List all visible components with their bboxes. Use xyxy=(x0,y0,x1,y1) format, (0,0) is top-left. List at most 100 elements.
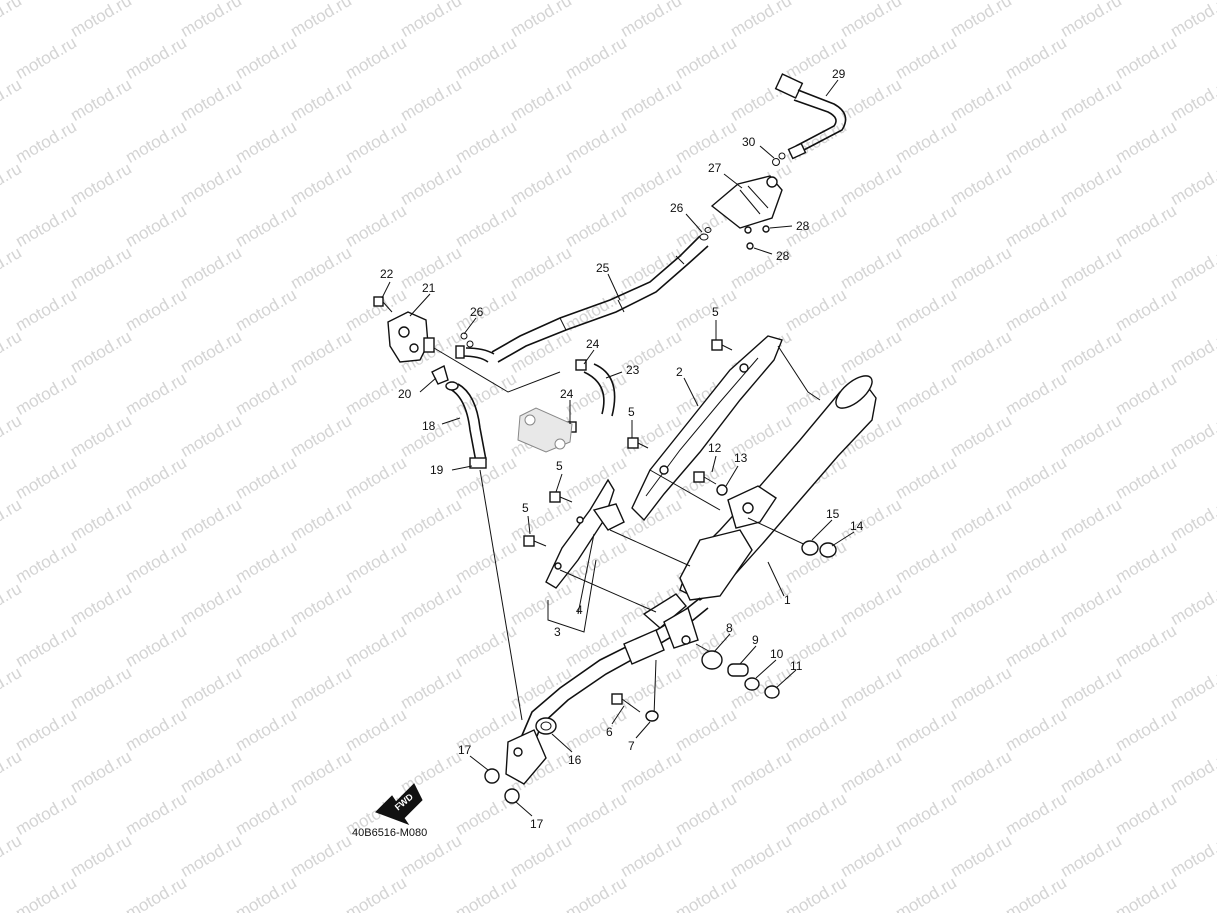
watermark-text: motod.ru xyxy=(177,579,245,629)
callout-30: 30 xyxy=(742,135,756,149)
callout-5-top: 5 xyxy=(712,305,719,319)
alignment-lines xyxy=(559,469,813,717)
watermark-text: motod.ru xyxy=(562,33,630,83)
watermark-text: motod.ru xyxy=(947,327,1015,377)
watermark-text: motod.ru xyxy=(782,201,850,251)
callout-16: 16 xyxy=(568,753,582,767)
watermark-text: motod.ru xyxy=(1167,327,1217,377)
callout-21: 21 xyxy=(422,281,436,295)
callout-24-lower: 24 xyxy=(560,387,574,401)
watermark-text: motod.ru xyxy=(287,0,355,41)
watermark-text: motod.ru xyxy=(397,159,465,209)
callout-18: 18 xyxy=(422,419,436,433)
part-2-heat-protector xyxy=(631,335,821,522)
watermark-text: motod.ru xyxy=(0,0,25,41)
watermark-text: motod.ru xyxy=(12,705,80,755)
watermark-text: motod.ru xyxy=(1002,369,1070,419)
watermark-text: motod.ru xyxy=(507,327,575,377)
watermark-text: motod.ru xyxy=(67,747,135,797)
callout-19: 19 xyxy=(430,463,444,477)
watermark-text: motod.ru xyxy=(67,663,135,713)
watermark-text: motod.ru xyxy=(122,705,190,755)
watermark-text: motod.ru xyxy=(507,831,575,881)
watermark-text: motod.ru xyxy=(452,285,520,335)
watermark-text: motod.ru xyxy=(287,831,355,881)
watermark-text: motod.ru xyxy=(1057,495,1125,545)
watermark-text: motod.ru xyxy=(562,873,630,913)
watermark-text: motod.ru xyxy=(1112,537,1180,587)
watermark-text: motod.ru xyxy=(1002,705,1070,755)
watermark-text: motod.ru xyxy=(1057,75,1125,125)
watermark-text: motod.ru xyxy=(67,159,135,209)
watermark-text: motod.ru xyxy=(782,873,850,913)
watermark-text: motod.ru xyxy=(892,453,960,503)
callout-28-lower: 28 xyxy=(776,249,790,263)
watermark-text: motod.ru xyxy=(342,537,410,587)
callout-7: 7 xyxy=(628,739,635,753)
callout-5-bottom: 5 xyxy=(522,501,529,515)
watermark-text: motod.ru xyxy=(12,873,80,913)
watermark-text: motod.ru xyxy=(1002,117,1070,167)
part-26-clip-lower xyxy=(460,332,474,348)
callout-8: 8 xyxy=(726,621,733,635)
watermark-text: motod.ru xyxy=(1167,579,1217,629)
watermark-text: motod.ru xyxy=(947,411,1015,461)
watermark-text: motod.ru xyxy=(892,873,960,913)
watermark-text: motod.ru xyxy=(892,33,960,83)
callout-27: 27 xyxy=(708,161,722,175)
watermark-text: motod.ru xyxy=(12,789,80,839)
watermark-text: motod.ru xyxy=(232,873,300,913)
watermark-text: motod.ru xyxy=(232,201,300,251)
watermark-text: motod.ru xyxy=(177,411,245,461)
watermark-text: motod.ru xyxy=(617,663,685,713)
watermark-text: motod.ru xyxy=(452,33,520,83)
watermark-text: motod.ru xyxy=(452,201,520,251)
watermark-text: motod.ru xyxy=(1002,621,1070,671)
watermark-text: motod.ru xyxy=(1112,453,1180,503)
callout-2: 2 xyxy=(676,365,683,379)
watermark-text: motod.ru xyxy=(397,75,465,125)
watermark-text: motod.ru xyxy=(507,0,575,41)
watermark-text: motod.ru xyxy=(12,453,80,503)
watermark-text: motod.ru xyxy=(507,663,575,713)
part-12-13-bolts xyxy=(693,471,728,496)
part-30-clip xyxy=(772,152,786,166)
watermark-text: motod.ru xyxy=(892,117,960,167)
watermark-text: motod.ru xyxy=(67,831,135,881)
watermark-text: motod.ru xyxy=(892,369,960,419)
watermark-text: motod.ru xyxy=(122,873,190,913)
watermark-text: motod.ru xyxy=(782,789,850,839)
callout-20: 20 xyxy=(398,387,412,401)
watermark-text: motod.ru xyxy=(1112,117,1180,167)
watermark-text: motod.ru xyxy=(1057,327,1125,377)
watermark-text: motod.ru xyxy=(122,537,190,587)
watermark-text: motod.ru xyxy=(232,789,300,839)
part-5-bolts xyxy=(523,339,733,547)
watermark-text: motod.ru xyxy=(1112,873,1180,913)
manifold-flange xyxy=(517,407,573,453)
watermark-text: motod.ru xyxy=(1002,201,1070,251)
watermark-text: motod.ru xyxy=(507,579,575,629)
watermark-text: motod.ru xyxy=(947,75,1015,125)
callout-17-lower: 17 xyxy=(530,817,544,831)
watermark-text: motod.ru xyxy=(12,537,80,587)
watermark-text: motod.ru xyxy=(1002,285,1070,335)
watermark-text: motod.ru xyxy=(12,117,80,167)
watermark-text: motod.ru xyxy=(1167,243,1217,293)
part-22-bolt xyxy=(373,296,393,313)
watermark-text: motod.ru xyxy=(782,117,850,167)
watermark-text: motod.ru xyxy=(122,285,190,335)
watermark-text: motod.ru xyxy=(177,0,245,41)
watermark-text: motod.ru xyxy=(287,159,355,209)
watermark-text: motod.ru xyxy=(1057,0,1125,41)
watermark-text: motod.ru xyxy=(837,75,905,125)
watermark-text: motod.ru xyxy=(837,243,905,293)
watermark-text: motod.ru xyxy=(1167,411,1217,461)
watermark-text: motod.ru xyxy=(1167,159,1217,209)
watermark-text: motod.ru xyxy=(892,789,960,839)
callout-13: 13 xyxy=(734,451,748,465)
watermark-text: motod.ru xyxy=(1002,873,1070,913)
part-8-11-mount-set xyxy=(701,650,780,699)
callout-26-upper: 26 xyxy=(670,201,684,215)
